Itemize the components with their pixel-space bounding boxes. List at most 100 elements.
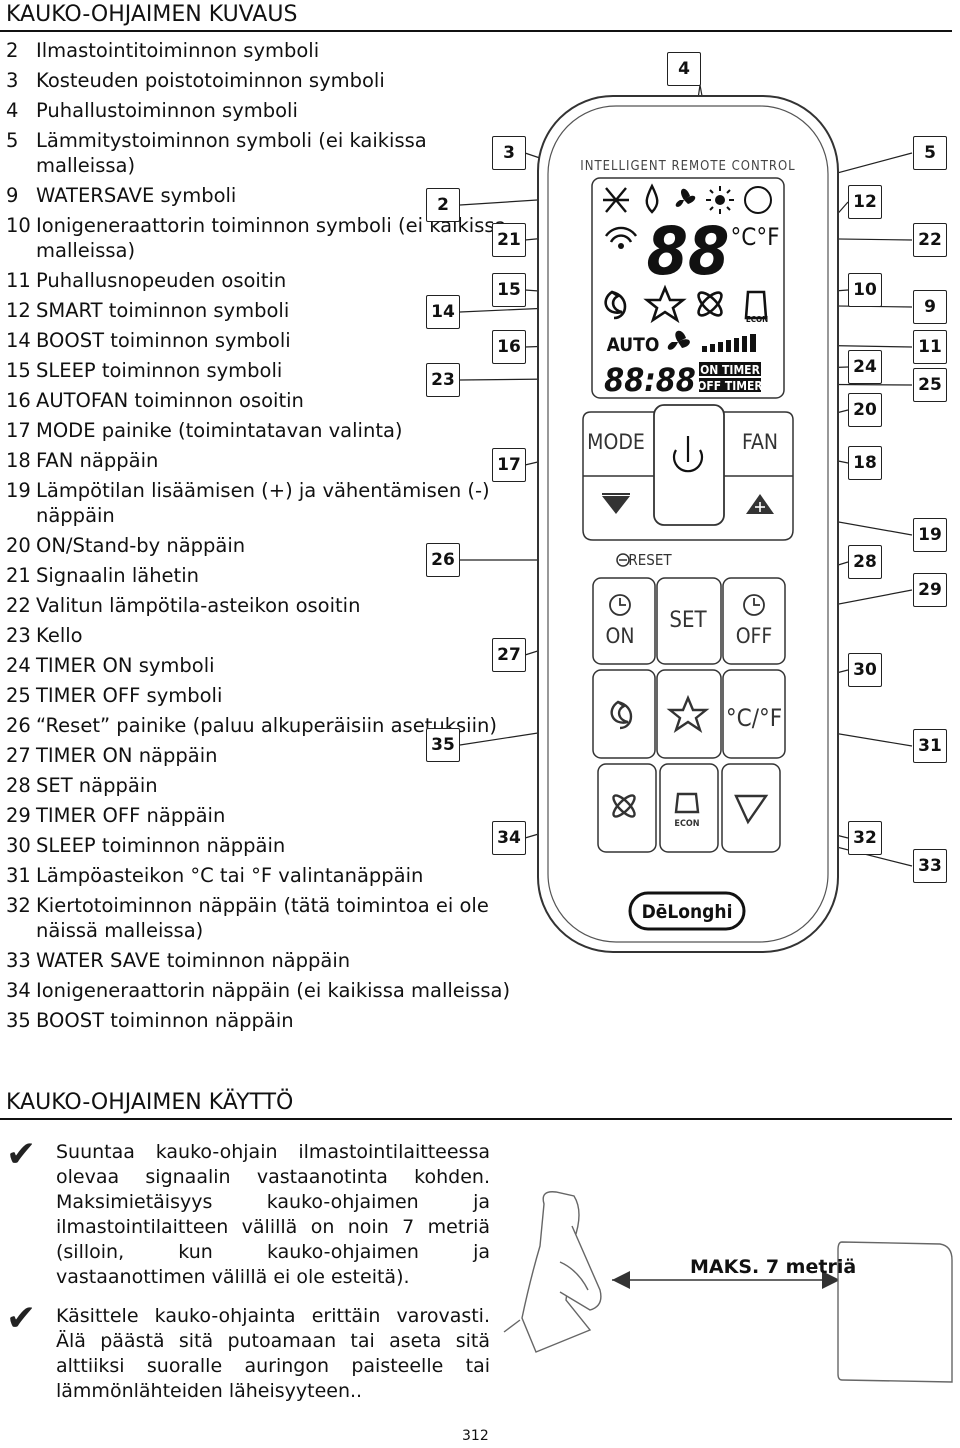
legend-text: TIMER OFF näppäin — [36, 804, 226, 827]
callout-label: 11 — [913, 330, 947, 364]
callout-label: 23 — [426, 363, 460, 397]
callout-label: 31 — [913, 729, 947, 763]
checkmark-icon: ✔ — [6, 1134, 37, 1175]
callout-label: 20 — [848, 393, 882, 427]
legend-text: Kello — [36, 624, 83, 647]
distance-label: MAKS. 7 metriä — [690, 1256, 857, 1278]
legend-number: 23 — [6, 624, 31, 647]
set-button[interactable]: SET — [669, 608, 707, 633]
callout-label: 15 — [492, 273, 526, 307]
callout-label: 5 — [913, 136, 947, 170]
legend-text: SLEEP toiminnon symboli — [36, 359, 283, 382]
econ-button-label: ECON — [674, 819, 699, 829]
legend-number: 9 — [6, 184, 19, 207]
legend-text: TIMER ON näppäin — [36, 744, 218, 767]
legend-item: 26“Reset” painike (paluu alkuperäisiin a… — [6, 713, 526, 738]
legend-text: BOOST toiminnon symboli — [36, 329, 291, 352]
usage-rule — [0, 1118, 952, 1120]
legend-text: WATER SAVE toiminnon näppäin — [36, 949, 351, 972]
mode-button[interactable]: MODE — [587, 430, 645, 454]
legend-number: 30 — [6, 834, 31, 857]
checkmark-icon: ✔ — [6, 1298, 37, 1339]
legend-number: 3 — [6, 69, 19, 92]
legend-number: 24 — [6, 654, 31, 677]
legend-number: 16 — [6, 389, 31, 412]
brand-logo: DēLonghi — [642, 901, 733, 923]
callout-label: 3 — [492, 136, 526, 170]
callout-label: 29 — [913, 573, 947, 607]
legend-number: 35 — [6, 1009, 31, 1032]
callout-label: 30 — [848, 653, 882, 687]
callout-label: 28 — [848, 545, 882, 579]
legend-number: 31 — [6, 864, 31, 887]
legend-number: 26 — [6, 714, 31, 737]
reset-button[interactable]: RESET — [628, 551, 672, 569]
callout-label: 10 — [848, 273, 882, 307]
legend-text: BOOST toiminnon näppäin — [36, 1009, 294, 1032]
legend-number: 22 — [6, 594, 31, 617]
legend-text: Kiertotoiminnon näppäin (tätä toimintoa … — [36, 894, 489, 942]
remote-header: INTELLIGENT REMOTE CONTROL — [580, 159, 795, 174]
temperature-scale-button[interactable]: °C/°F — [726, 704, 782, 732]
legend-number: 10 — [6, 214, 31, 237]
callout-label: 12 — [848, 185, 882, 219]
legend-number: 18 — [6, 449, 31, 472]
legend-text: AUTOFAN toiminnon osoitin — [36, 389, 304, 412]
fan-button[interactable]: FAN — [742, 430, 778, 454]
callout-label: 27 — [492, 638, 526, 672]
remote-illustration: INTELLIGENT REMOTE CONTROL 88 °C°F ECON … — [459, 84, 913, 953]
callout-label: 21 — [492, 223, 526, 257]
legend-text: Ionigeneraattorin näppäin (ei kaikissa m… — [36, 979, 511, 1002]
page-number: 312 — [462, 1428, 489, 1444]
legend-text: “Reset” painike (paluu alkuperäisiin ase… — [36, 714, 497, 737]
legend-text: SLEEP toiminnon näppäin — [36, 834, 286, 857]
timer-off-button[interactable]: OFF — [736, 624, 773, 648]
legend-number: 5 — [6, 129, 19, 152]
legend-number: 28 — [6, 774, 31, 797]
legend-number: 20 — [6, 534, 31, 557]
legend-number: 2 — [6, 39, 19, 62]
timer-on-button[interactable]: ON — [606, 624, 635, 648]
hand-with-remote-icon — [503, 1191, 602, 1353]
usage-paragraph-2: Käsittele kauko-ohjainta erittäin varova… — [56, 1305, 490, 1402]
legend-number: 32 — [6, 894, 31, 917]
lcd-econ-label: ECON — [746, 315, 768, 324]
legend-number: 19 — [6, 479, 31, 502]
legend-text: Puhallustoiminnon symboli — [36, 99, 298, 122]
legend-text: SET näppäin — [36, 774, 158, 797]
lcd-temperature-digits: 88 — [647, 213, 730, 290]
callout-label: 16 — [492, 330, 526, 364]
legend-text: MODE painike (toimintatavan valinta) — [36, 419, 403, 442]
legend-text: Valitun lämpötila-asteikon osoitin — [36, 594, 361, 617]
legend-text: TIMER OFF symboli — [36, 684, 223, 707]
callout-label: 26 — [426, 543, 460, 577]
lcd-auto-label: AUTO — [607, 334, 660, 356]
callout-label: 9 — [913, 290, 947, 324]
callout-label: 4 — [667, 52, 701, 86]
lcd-clock: 88:88 — [604, 361, 696, 399]
callout-label: 19 — [913, 518, 947, 552]
lcd-on-timer: ON TIMER — [700, 363, 760, 377]
legend-number: 34 — [6, 979, 31, 1002]
legend-number: 15 — [6, 359, 31, 382]
